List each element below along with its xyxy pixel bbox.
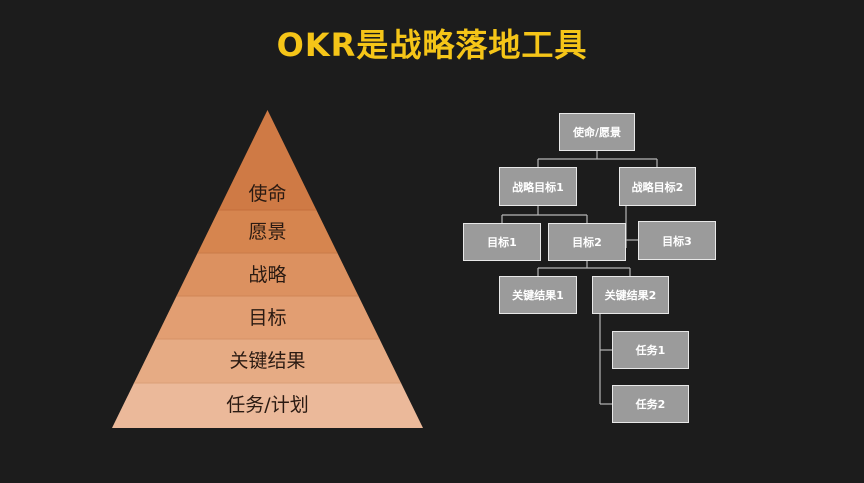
node-goal-1: 目标1	[463, 223, 541, 261]
pyramid-label-mission: 使命	[248, 183, 287, 205]
pyramid-label-goal: 目标	[248, 307, 287, 329]
pyramid-label-tasks-plans: 任务/计划	[226, 394, 309, 416]
node-goal-3: 目标3	[638, 221, 716, 260]
node-mission-vision: 使命/愿景	[559, 113, 635, 151]
node-strategy-goal-1: 战略目标1	[499, 167, 577, 206]
pyramid-label-key-results: 关键结果	[229, 350, 306, 372]
node-task-1: 任务1	[612, 331, 689, 369]
pyramid-band-5	[112, 339, 423, 383]
node-key-result-1: 关键结果1	[499, 276, 577, 314]
node-strategy-goal-2: 战略目标2	[619, 167, 696, 206]
node-key-result-2: 关键结果2	[592, 276, 669, 314]
pyramid-band-6	[112, 383, 423, 428]
node-goal-2: 目标2	[548, 223, 626, 261]
okr-pyramid: 使命 愿景 战略 目标 关键结果 任务/计划	[112, 110, 423, 428]
pyramid-label-vision: 愿景	[248, 221, 287, 243]
pyramid-shape	[112, 110, 423, 428]
pyramid-label-strategy: 战略	[248, 264, 287, 286]
node-task-2: 任务2	[612, 385, 689, 423]
slide-title: OKR是战略落地工具	[276, 26, 588, 64]
